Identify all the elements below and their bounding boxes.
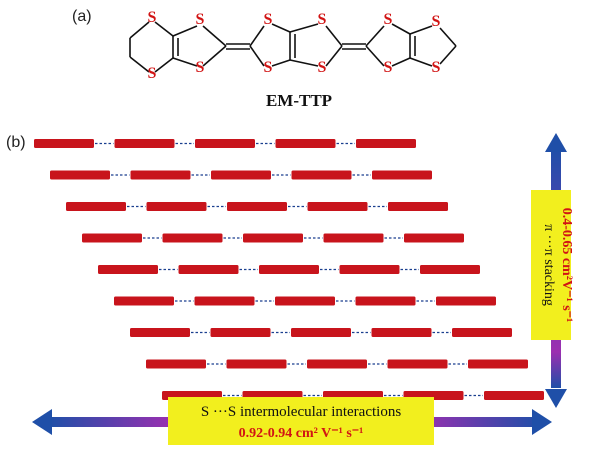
em-ttp-molecule bbox=[307, 202, 368, 211]
em-ttp-molecule bbox=[355, 296, 416, 306]
sulfur-atom: S bbox=[264, 59, 273, 76]
molecule-name: EM-TTP bbox=[266, 91, 332, 110]
sulfur-atom: S bbox=[148, 65, 157, 82]
em-ttp-molecule bbox=[227, 202, 287, 211]
arrow-head-right-icon bbox=[532, 409, 552, 435]
em-ttp-molecule bbox=[210, 328, 271, 337]
em-ttp-molecule bbox=[436, 296, 496, 306]
em-ttp-molecule bbox=[275, 296, 335, 306]
arrow-head-down-icon bbox=[545, 389, 567, 408]
sulfur-atom: S bbox=[196, 11, 205, 28]
em-ttp-molecule bbox=[468, 359, 528, 369]
pi-stacking-label-box: π ···π stacking 0.4-0.65 cm²V⁻¹ s⁻¹ bbox=[531, 190, 574, 340]
sulfur-atom: S bbox=[318, 11, 327, 28]
pi-stacking-title: π ···π stacking bbox=[541, 224, 556, 306]
em-ttp-molecule bbox=[307, 359, 367, 369]
sulfur-atom: S bbox=[432, 59, 441, 76]
pi-stacking-mobility: 0.4-0.65 cm²V⁻¹ s⁻¹ bbox=[559, 208, 574, 322]
em-ttp-molecule bbox=[178, 265, 239, 274]
em-ttp-molecule bbox=[194, 296, 255, 306]
em-ttp-molecule bbox=[243, 233, 303, 243]
em-ttp-molecule bbox=[226, 359, 287, 369]
em-ttp-molecule bbox=[371, 328, 432, 337]
em-ttp-molecule bbox=[323, 233, 384, 243]
em-ttp-molecule bbox=[162, 233, 223, 243]
em-ttp-molecule bbox=[388, 202, 448, 211]
em-ttp-molecule bbox=[420, 265, 480, 274]
em-ttp-molecule bbox=[34, 139, 94, 148]
molecular-stack bbox=[34, 139, 544, 400]
molecule-bonds bbox=[129, 21, 457, 73]
em-ttp-structure: S S S S S S S S S S S S EM-TTP bbox=[129, 9, 457, 110]
sulfur-atom: S bbox=[196, 59, 205, 76]
em-ttp-molecule bbox=[114, 296, 174, 306]
em-ttp-molecule bbox=[114, 139, 175, 148]
em-ttp-molecule bbox=[259, 265, 319, 274]
em-ttp-molecule bbox=[211, 170, 271, 180]
em-ttp-molecule bbox=[339, 265, 400, 274]
em-ttp-molecule bbox=[452, 328, 512, 337]
em-ttp-molecule bbox=[66, 202, 126, 211]
em-ttp-molecule bbox=[146, 359, 206, 369]
em-ttp-molecule bbox=[146, 202, 207, 211]
arrow-head-up-icon bbox=[545, 133, 567, 152]
em-ttp-molecule bbox=[82, 233, 142, 243]
sulfur-atom: S bbox=[264, 11, 273, 28]
em-ttp-molecule bbox=[291, 170, 352, 180]
em-ttp-molecule bbox=[291, 328, 351, 337]
em-ttp-molecule bbox=[50, 170, 110, 180]
ss-interaction-title: S ···S intermolecular interactions bbox=[201, 404, 402, 420]
em-ttp-molecule bbox=[130, 328, 190, 337]
em-ttp-molecule bbox=[404, 233, 464, 243]
em-ttp-molecule bbox=[372, 170, 432, 180]
sulfur-atom: S bbox=[148, 9, 157, 26]
em-ttp-molecule bbox=[130, 170, 191, 180]
ss-interaction-mobility: 0.92-0.94 cm² V⁻¹ s⁻¹ bbox=[239, 426, 364, 441]
em-ttp-molecule bbox=[484, 391, 544, 400]
sulfur-atom: S bbox=[384, 59, 393, 76]
panel-b-label: (b) bbox=[6, 134, 26, 151]
sulfur-atom: S bbox=[432, 13, 441, 30]
ss-label-box: S ···S intermolecular interactions 0.92-… bbox=[168, 397, 434, 445]
sulfur-atoms: S S S S S S S S S S S S bbox=[148, 9, 441, 82]
panel-a-label: (a) bbox=[72, 8, 92, 25]
sulfur-atom: S bbox=[318, 59, 327, 76]
em-ttp-molecule bbox=[98, 265, 158, 274]
em-ttp-molecule bbox=[195, 139, 255, 148]
em-ttp-molecule bbox=[387, 359, 448, 369]
em-ttp-molecule bbox=[275, 139, 336, 148]
em-ttp-molecule bbox=[356, 139, 416, 148]
arrow-head-left-icon bbox=[32, 409, 52, 435]
sulfur-atom: S bbox=[384, 11, 393, 28]
